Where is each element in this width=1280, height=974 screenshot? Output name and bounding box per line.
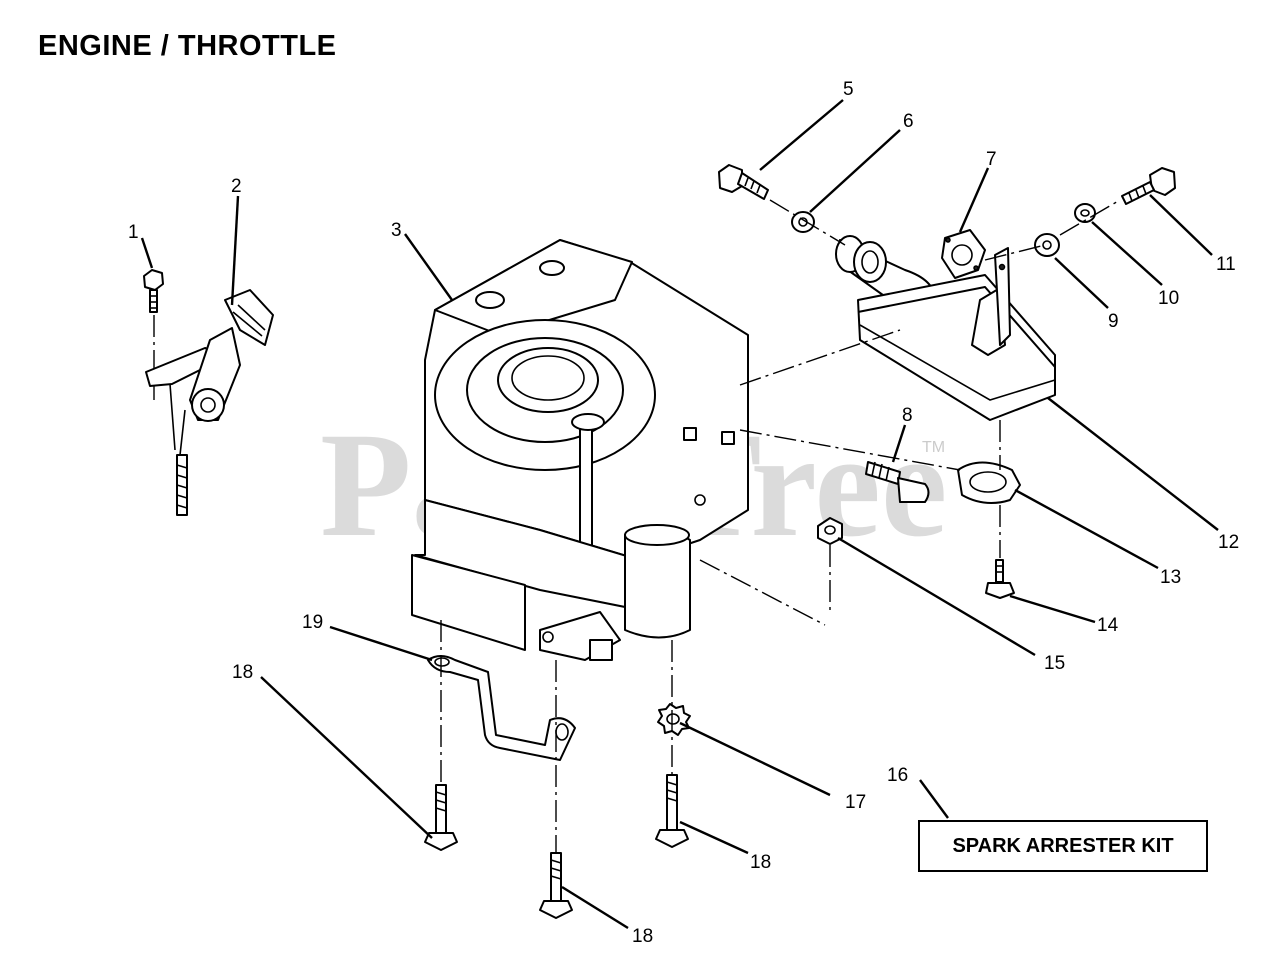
callout-18-left: 18 [232,662,253,683]
watermark-tm: TM [922,439,945,456]
part-18-bolt-center [539,852,573,919]
part-14-screw [985,559,1015,599]
callout-15: 15 [1044,653,1065,674]
callout-13: 13 [1160,567,1181,588]
callout-11: 11 [1216,254,1236,275]
throttle-control-assembly [143,269,274,516]
callout-1: 1 [128,222,139,243]
callout-9: 9 [1108,311,1119,332]
callout-3: 3 [391,220,402,241]
part-5-bolt [718,164,769,200]
callout-7: 7 [986,149,997,170]
callout-2: 2 [231,176,242,197]
page-title: ENGINE / THROTTLE [38,30,337,62]
part-8-bolt [865,461,930,503]
callout-16: 16 [887,765,908,786]
alignment-lines [440,199,1121,853]
part-3-engine [411,239,749,661]
callout-18-right: 18 [750,852,771,873]
part-2-throttle-lever [176,289,274,516]
callout-19: 19 [302,612,323,633]
callout-5: 5 [843,79,854,100]
callout-18-bottom: 18 [632,926,653,947]
part-6-washer [791,211,815,233]
callout-12: 12 [1218,532,1239,553]
part-17-star-washer [657,703,691,736]
part-9-washer [1034,233,1060,257]
part-12-muffler [857,247,1056,421]
callout-14: 14 [1097,615,1119,636]
callout-17: 17 [845,792,866,813]
part-10-lock-washer [1074,203,1096,223]
callout-6: 6 [903,111,914,132]
part-13-spark-arrester-screen [957,461,1021,505]
part-15-nut [817,517,843,545]
callout-8: 8 [902,405,913,426]
part-18-bolt-left [424,784,458,851]
part-11-bolt [1121,167,1176,205]
callout-labels: 1 2 3 5 6 7 8 9 10 11 12 13 14 15 16 17 … [128,79,1239,947]
part-1-bolt [143,269,164,313]
callout-10: 10 [1158,288,1179,309]
part-19-bracket [427,655,576,761]
spark-arrester-kit-label: SPARK ARRESTER KIT [918,820,1208,872]
part-18-bolt-right [655,774,689,848]
part-7-gasket [941,229,986,279]
leader-lines [140,99,1219,930]
